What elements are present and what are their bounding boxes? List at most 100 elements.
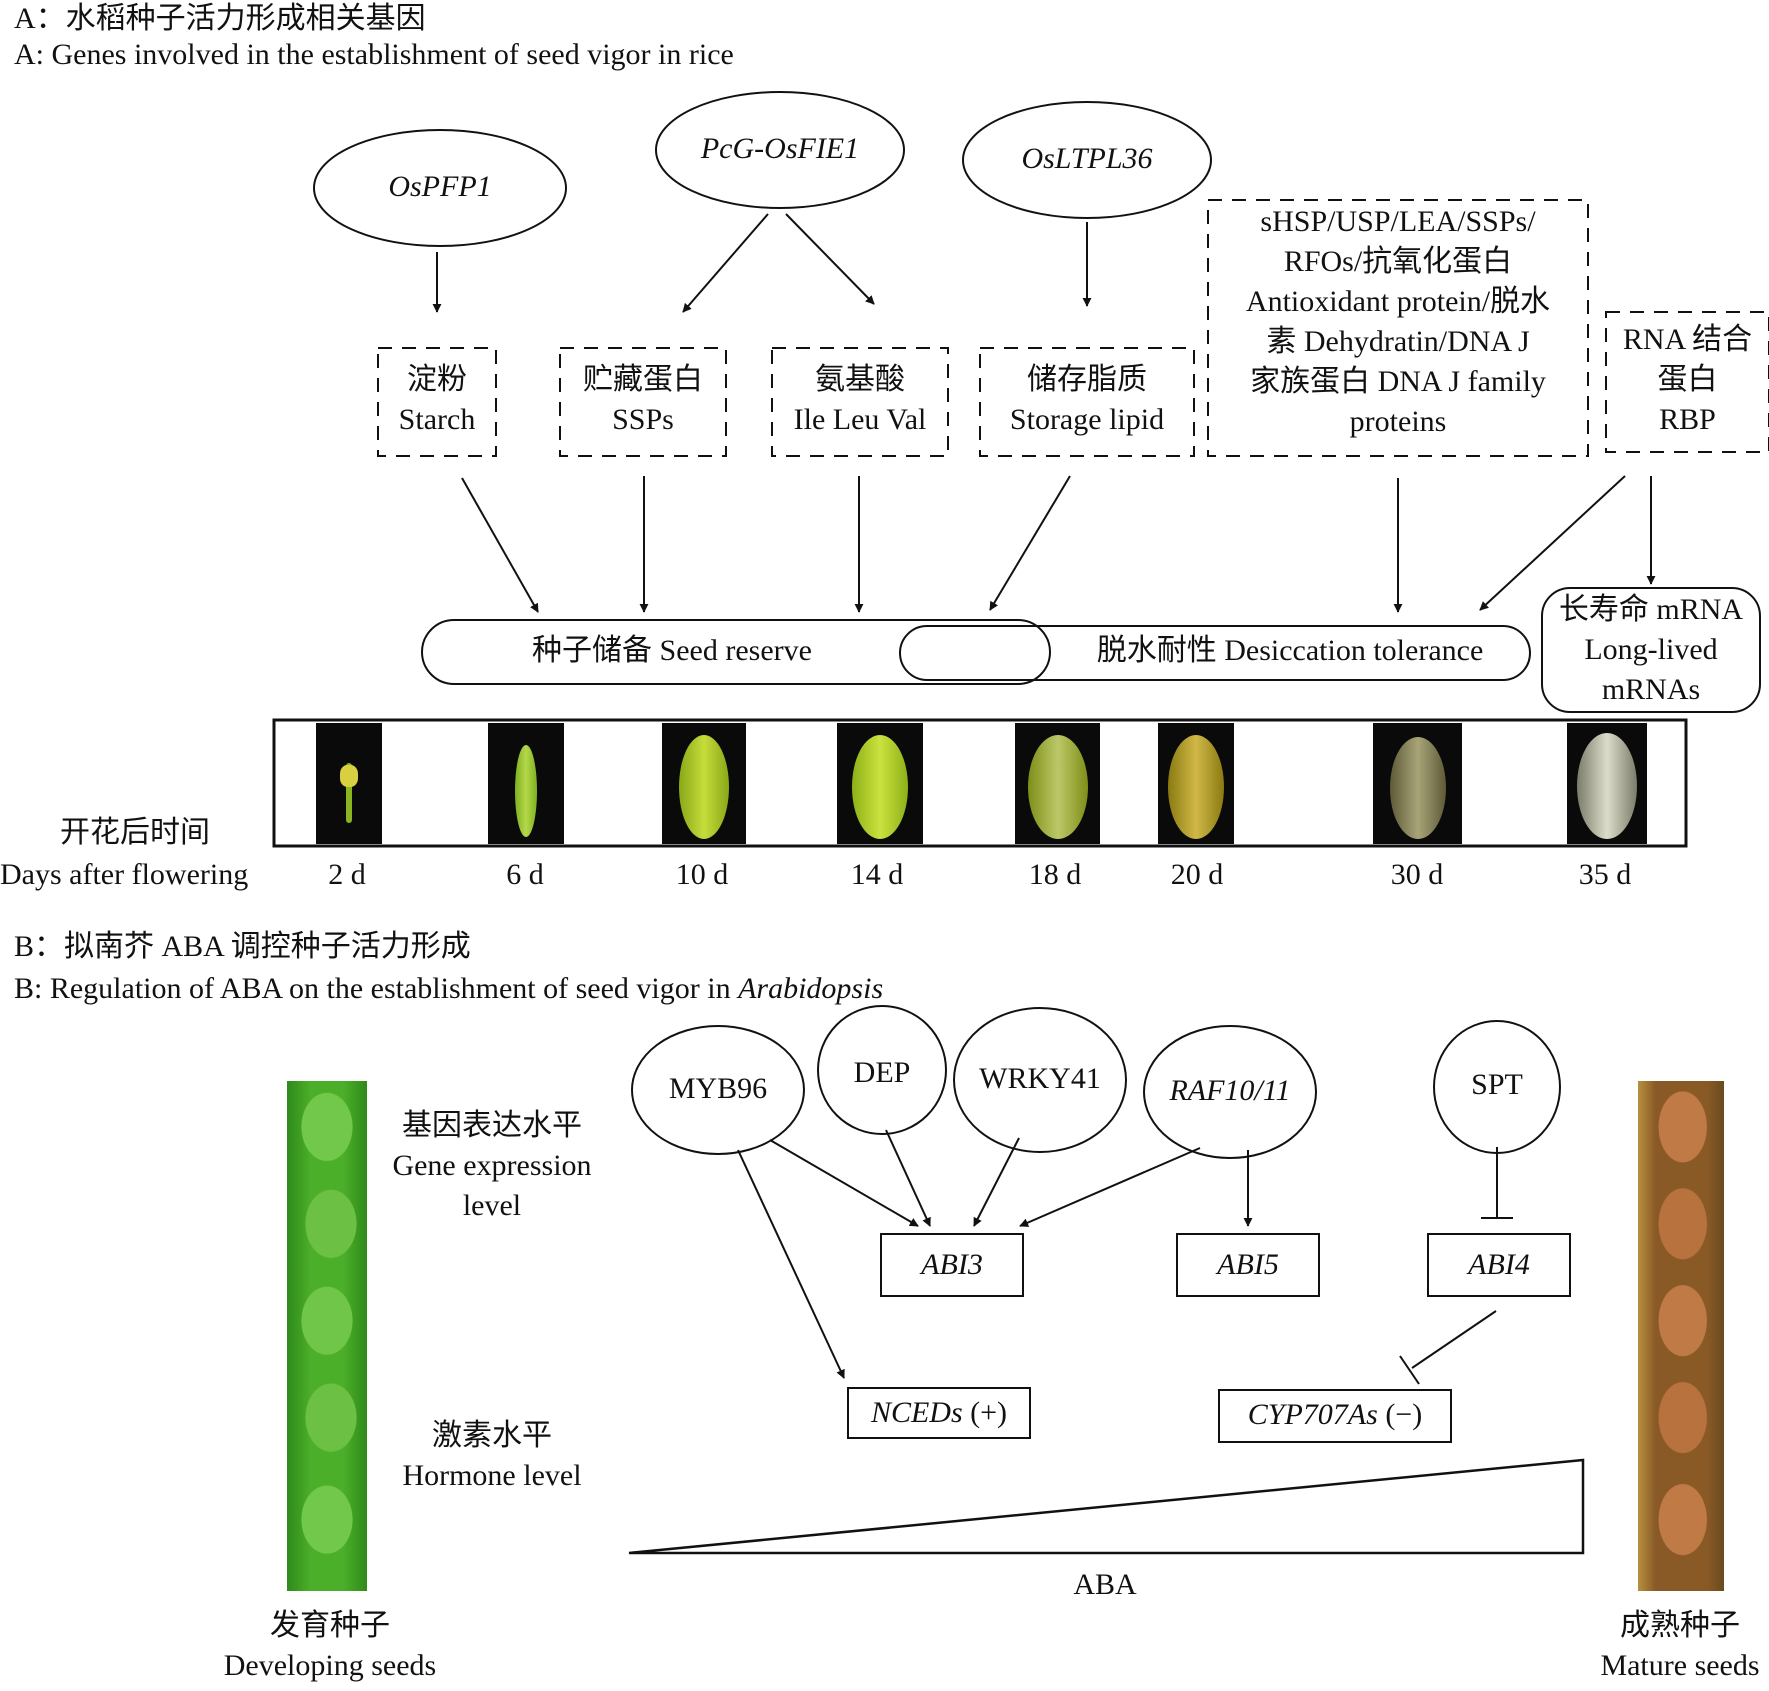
gene-label-osltpl36: OsLTPL36 xyxy=(1021,142,1153,175)
seed-photo-35d xyxy=(1567,723,1647,844)
arrow-osfie1-amino xyxy=(785,213,875,305)
arrow-dep-abi3 xyxy=(885,1129,931,1227)
enzyme-cyp707as-name: CYP707As xyxy=(1247,1398,1378,1431)
day-label-14d: 14 d xyxy=(850,858,904,891)
component-ssps-en: SSPs xyxy=(612,403,674,436)
gene-expression-line: Gene expression xyxy=(392,1149,592,1182)
seed-reserve-label: 种子储备 Seed reserve xyxy=(532,634,812,667)
regulator-label-wrky41: WRKY41 xyxy=(979,1062,1101,1095)
panel-b-title-en-prefix: B: Regulation of ABA on the establishmen… xyxy=(14,972,739,1005)
gene-expression-label: 基因表达水平 Gene expression level xyxy=(372,1106,612,1226)
component-box-protective xyxy=(1207,199,1589,457)
regulator-node-raf10-11 xyxy=(1143,1025,1317,1159)
enzyme-label-nceds: NCEDs (+) xyxy=(848,1396,1030,1430)
component-rbp-line: RBP xyxy=(1659,403,1716,436)
enzyme-nceds-sign: (+) xyxy=(962,1396,1008,1429)
mature-seeds-label: 成熟种子 Mature seeds xyxy=(1560,1606,1769,1686)
component-protective-line: 家族蛋白 DNA J family xyxy=(1250,365,1546,398)
timeline-frame xyxy=(272,718,1688,848)
arrow-raf-abi3 xyxy=(1019,1147,1201,1227)
long-lived-mrna-line: mRNAs xyxy=(1601,673,1701,706)
seed-photo-14d xyxy=(837,723,923,844)
mature-seeds-en: Mature seeds xyxy=(1600,1649,1760,1682)
gene-expression-line: level xyxy=(462,1189,522,1222)
seed-photo-10d xyxy=(662,723,746,844)
arrow-myb96-abi3 xyxy=(769,1139,919,1227)
gene-label-ospfp1: OsPFP1 xyxy=(388,170,492,203)
panel-b-title-en: B: Regulation of ABA on the establishmen… xyxy=(14,972,883,1006)
enzyme-nceds-name: NCEDs xyxy=(870,1396,963,1429)
component-storage-lipid: 储存脂质 Storage lipid xyxy=(980,360,1194,440)
day-label-35d: 35 d xyxy=(1578,858,1632,891)
developing-seeds-photo xyxy=(287,1081,367,1591)
mature-seeds-photo xyxy=(1638,1081,1724,1591)
component-amino-acids: 氨基酸 Ile Leu Val xyxy=(772,360,948,440)
gene-node-osltpl36 xyxy=(962,101,1212,219)
day-label-20d: 20 d xyxy=(1170,858,1224,891)
target-label-abi4: ABI4 xyxy=(1468,1248,1530,1281)
seed-photo-2d xyxy=(316,723,382,844)
component-lipid-cn: 储存脂质 xyxy=(1027,363,1147,396)
timeline-label-en: Days after flowering xyxy=(0,858,249,891)
seed-photo-20d xyxy=(1158,723,1234,844)
component-box-storage-lipid xyxy=(979,347,1195,457)
regulator-node-dep xyxy=(817,1005,947,1135)
arrow-starch-reserve xyxy=(461,477,539,613)
arrow-osfie1-ssps xyxy=(682,213,769,313)
seed-photo-6d xyxy=(488,723,564,844)
developing-seeds-cn: 发育种子 xyxy=(270,1609,390,1642)
day-label-2d: 2 d xyxy=(328,858,366,891)
target-label-abi5: ABI5 xyxy=(1217,1248,1279,1281)
component-ssps: 贮藏蛋白 SSPs xyxy=(560,360,726,440)
desiccation-tolerance-label: 脱水耐性 Desiccation tolerance xyxy=(1096,634,1484,667)
regulator-label-dep: DEP xyxy=(853,1056,911,1089)
arrow-wrky41-abi3 xyxy=(973,1137,1020,1227)
long-lived-mrna-label: 长寿命 mRNA Long-lived mRNAs xyxy=(1542,590,1760,710)
component-box-ssps xyxy=(559,347,727,457)
component-starch-en: Starch xyxy=(398,403,476,436)
gene-expression-line: 基因表达水平 xyxy=(402,1109,582,1142)
enzyme-label-cyp707as: CYP707As (−) xyxy=(1219,1398,1451,1432)
arrow-myb96-nceds xyxy=(737,1149,845,1379)
regulator-node-wrky41 xyxy=(953,1007,1127,1153)
component-lipid-en: Storage lipid xyxy=(1009,403,1165,436)
hormone-level-line: 激素水平 xyxy=(432,1419,552,1452)
mature-seeds-cn: 成熟种子 xyxy=(1620,1609,1740,1642)
component-rbp-line: 蛋白 xyxy=(1657,363,1718,396)
panel-b-title-cn: B：拟南芥 ABA 调控种子活力形成 xyxy=(14,930,471,963)
panel-a-title-cn: A：水稻种子活力形成相关基因 xyxy=(14,2,426,35)
target-box-abi4 xyxy=(1427,1233,1571,1297)
component-rbp-line: RNA 结合 xyxy=(1622,323,1753,356)
target-box-abi5 xyxy=(1176,1233,1320,1297)
seed-photo-18d xyxy=(1015,723,1100,844)
component-amino-en: Ile Leu Val xyxy=(793,403,927,436)
component-ssps-cn: 贮藏蛋白 xyxy=(583,363,703,396)
inhibit-abi4-cyp707as-bar xyxy=(1399,1355,1420,1385)
component-rbp: RNA 结合 蛋白 RBP xyxy=(1606,320,1769,440)
enzyme-box-nceds xyxy=(847,1387,1031,1439)
inhibit-abi4-cyp707as xyxy=(1411,1310,1497,1369)
component-box-starch xyxy=(377,347,497,457)
target-label-abi3: ABI3 xyxy=(921,1248,983,1281)
component-protective: sHSP/USP/LEA/SSPs/ RFOs/抗氧化蛋白 Antioxidan… xyxy=(1208,202,1588,442)
day-label-18d: 18 d xyxy=(1028,858,1082,891)
component-box-rbp xyxy=(1605,311,1769,453)
outcome-long-lived-mrna xyxy=(1541,587,1761,713)
aba-label: ABA xyxy=(1073,1568,1137,1601)
seed-photo-30d xyxy=(1373,723,1462,844)
regulator-label-spt: SPT xyxy=(1471,1068,1523,1101)
component-protective-line: 素 Dehydratin/DNA J xyxy=(1266,325,1530,358)
component-protective-line: Antioxidant protein/脱水 xyxy=(1245,285,1551,318)
panel-a-title-en: A: Genes involved in the establishment o… xyxy=(14,38,734,71)
component-box-amino-acids xyxy=(771,347,949,457)
regulator-label-raf10-11: RAF10/11 xyxy=(1169,1074,1291,1107)
gene-node-ospfp1 xyxy=(313,129,567,247)
long-lived-mrna-line: 长寿命 mRNA xyxy=(1558,593,1744,626)
regulator-label-myb96: MYB96 xyxy=(668,1072,768,1105)
long-lived-mrna-line: Long-lived xyxy=(1584,633,1718,666)
regulator-node-myb96 xyxy=(631,1025,805,1155)
outcome-seed-reserve xyxy=(421,619,1051,685)
aba-wedge xyxy=(628,1458,1585,1555)
day-label-6d: 6 d xyxy=(506,858,544,891)
enzyme-cyp707as-sign: (−) xyxy=(1377,1398,1423,1431)
